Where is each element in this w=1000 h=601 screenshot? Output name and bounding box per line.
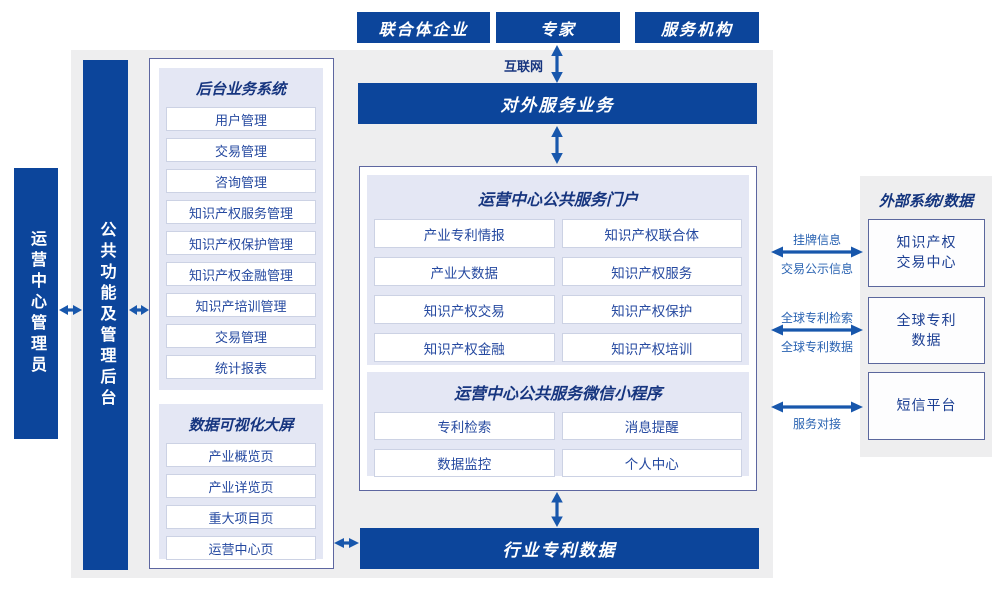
link-label-global-patent-search: 全球专利检索 <box>780 311 853 325</box>
link-label-trade-publicity-info: 交易公示信息 <box>780 262 853 276</box>
screen-item-industry-overview: 产业概览页 <box>166 443 316 467</box>
node-label-line: 短信平台 <box>896 397 957 414</box>
portal-item-ip-trading: 知识产权交易 <box>374 295 555 324</box>
link-label-global-patent-data: 全球专利数据 <box>780 340 853 354</box>
public-function-backend-bar: 公共功能及管理后台 <box>83 60 128 570</box>
screen-item-industry-detail: 产业详览页 <box>166 474 316 498</box>
double-arrow-horizontal-icon <box>771 401 863 413</box>
backend-item-ip-protection-mgmt: 知识产权保护管理 <box>166 231 316 255</box>
double-arrow-horizontal-icon <box>771 324 863 336</box>
mini-item-data-monitor: 数据监控 <box>374 449 555 477</box>
data-visualization-panel: 数据可视化大屏 产业概览页 产业详览页 重大项目页 运营中心页 <box>159 404 323 560</box>
mini-item-message-alert: 消息提醒 <box>561 412 742 440</box>
double-arrow-vertical-icon <box>551 45 563 83</box>
backend-system-title: 后台业务系统 <box>195 81 286 98</box>
backend-system-panel: 后台业务系统 用户管理 交易管理 咨询管理 知识产权服务管理 知识产权保护管理 … <box>159 68 323 390</box>
portal-item-ip-service: 知识产权服务 <box>561 257 742 286</box>
portal-item-ip-training: 知识产权培训 <box>561 333 742 362</box>
portal-item-industry-big-data: 产业大数据 <box>374 257 555 286</box>
node-label-line: 交易中心 <box>896 254 957 270</box>
backend-item-trade-mgmt: 交易管理 <box>166 138 316 162</box>
backend-item-ip-finance-mgmt: 知识产权金融管理 <box>166 262 316 286</box>
double-arrow-vertical-icon <box>551 492 563 527</box>
screen-item-operation-center: 运营中心页 <box>166 536 316 560</box>
node-global-patent-data: 全球专利 数据 <box>868 297 985 364</box>
mini-item-personal-center: 个人中心 <box>561 449 742 477</box>
node-service-organization: 服务机构 <box>635 12 759 43</box>
node-sms-platform: 短信平台 <box>868 372 985 440</box>
link-label-listing-info: 挂牌信息 <box>792 233 841 247</box>
external-systems-title: 外部系统/数据 <box>878 193 974 210</box>
operation-center-admin-bar: 运营中心管理员 <box>14 168 58 439</box>
backend-item-statistics-report: 统计报表 <box>166 355 316 379</box>
external-service-bar: 对外服务业务 <box>358 83 757 124</box>
miniprogram-title: 运营中心公共服务微信小程序 <box>453 386 662 403</box>
backend-item-ip-service-mgmt: 知识产权服务管理 <box>166 200 316 224</box>
backend-item-ip-training-mgmt: 知识产培训管理 <box>166 293 316 317</box>
miniprogram-panel: 运营中心公共服务微信小程序 专利检索 消息提醒 数据监控 个人中心 <box>367 372 749 477</box>
backend-item-consult-mgmt: 咨询管理 <box>166 169 316 193</box>
node-expert: 专家 <box>496 12 620 43</box>
double-arrow-vertical-icon <box>551 126 563 164</box>
portal-item-ip-consortium: 知识产权联合体 <box>561 219 742 248</box>
backend-item-user-mgmt: 用户管理 <box>166 107 316 131</box>
link-label-service-docking: 服务对接 <box>792 417 841 431</box>
internet-label: 互联网 <box>503 59 543 74</box>
mini-item-patent-search: 专利检索 <box>374 412 555 440</box>
double-arrow-horizontal-icon <box>129 305 149 315</box>
double-arrow-horizontal-icon <box>771 246 863 258</box>
node-label-line: 全球专利 <box>896 311 957 328</box>
portal-item-ip-finance: 知识产权金融 <box>374 333 555 362</box>
node-label-line: 知识产权 <box>896 234 957 251</box>
double-arrow-horizontal-icon <box>334 538 359 548</box>
node-consortium-enterprise: 联合体企业 <box>357 12 490 43</box>
screen-item-major-project: 重大项目页 <box>166 505 316 529</box>
portal-title: 运营中心公共服务门户 <box>477 192 638 209</box>
node-label-line: 数据 <box>911 331 942 348</box>
portal-panel: 运营中心公共服务门户 产业专利情报 知识产权联合体 产业大数据 知识产权服务 知… <box>367 175 749 365</box>
portal-item-ip-protection: 知识产权保护 <box>561 295 742 324</box>
double-arrow-horizontal-icon <box>59 305 82 315</box>
industry-patent-data-bar: 行业专利数据 <box>360 528 759 569</box>
portal-item-industry-patent-intel: 产业专利情报 <box>374 219 555 248</box>
node-ip-trading-center: 知识产权 交易中心 <box>868 219 985 287</box>
backend-item-trade-mgmt-2: 交易管理 <box>166 324 316 348</box>
data-visualization-title: 数据可视化大屏 <box>188 417 294 434</box>
